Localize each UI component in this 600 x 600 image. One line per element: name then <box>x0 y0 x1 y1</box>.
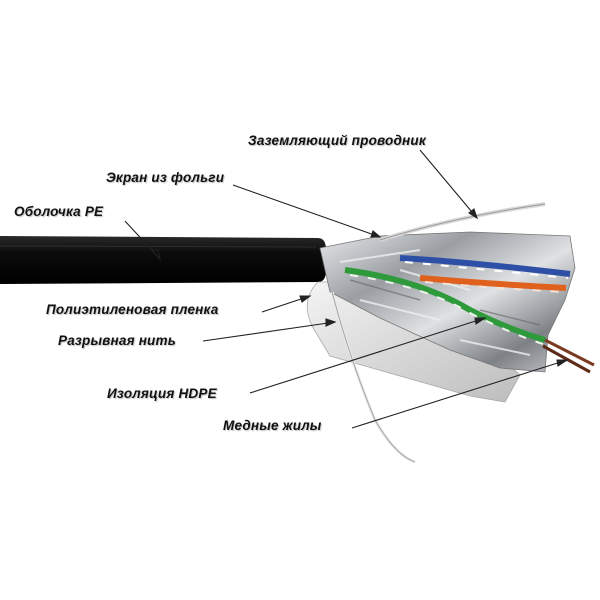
rip-cord-shape <box>330 291 416 464</box>
label-pe-jacket: Оболочка PE <box>14 204 104 219</box>
copper-cores-shape <box>542 338 595 374</box>
label-ground-conductor: Заземляющий проводник <box>248 133 426 148</box>
twisted-pairs <box>344 255 571 345</box>
label-rip-cord: Разрывная нить <box>58 333 176 348</box>
ground-conductor-shape <box>379 202 546 242</box>
leader-lines <box>124 149 569 429</box>
label-polyethylene-film: Полиэтиленовая пленка <box>46 302 219 317</box>
pe-jacket-shape <box>0 236 326 284</box>
label-hdpe-insulation: Изоляция HDPE <box>107 386 217 401</box>
label-foil-screen: Экран из фольги <box>106 170 225 185</box>
label-copper-cores: Медные жилы <box>223 418 322 433</box>
